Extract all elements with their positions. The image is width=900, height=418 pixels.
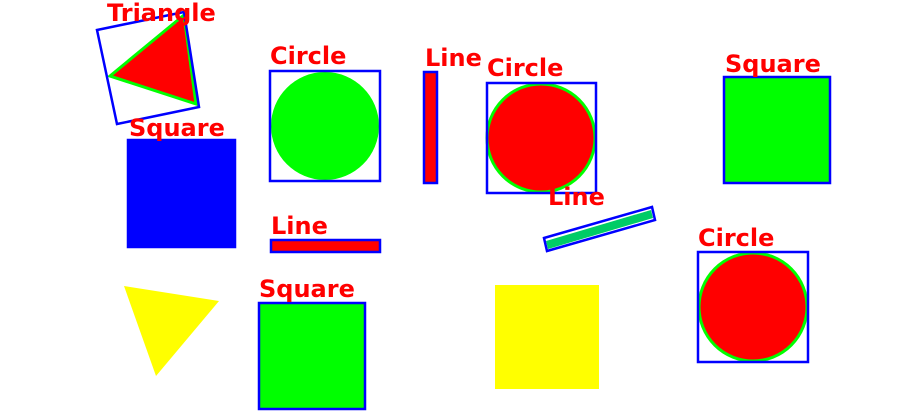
circle-detection: Circle: [696, 224, 810, 364]
shape-label: Line: [271, 212, 328, 240]
line-detection: Line: [269, 212, 382, 254]
circle-detection: Circle: [485, 54, 598, 195]
circle-detection: Circle: [268, 42, 382, 183]
square-detection: Square: [257, 275, 367, 411]
yellow-square: [495, 285, 599, 389]
bounding-box: [268, 69, 382, 183]
blue-square: [129, 141, 234, 246]
triangle-detection: Triangle: [95, 0, 216, 126]
yellow-triangle: [124, 286, 219, 376]
rotated-bounding-box: [95, 10, 201, 126]
green-square: [725, 78, 829, 182]
bounding-box: [485, 81, 598, 195]
bounding-box: [722, 75, 832, 185]
green-circle: [271, 72, 379, 180]
red-line: [272, 241, 379, 251]
rotated-bounding-box: [542, 205, 657, 253]
bounding-box: [422, 70, 439, 185]
red-circle: [485, 82, 597, 194]
shape-label: Triangle: [107, 0, 216, 27]
green-square: [260, 304, 364, 408]
red-triangle: [106, 12, 198, 107]
bounding-box: [269, 238, 382, 254]
square-detection: Square: [722, 50, 832, 185]
line-detection: Line: [422, 44, 482, 185]
line-detection: Line: [542, 183, 657, 253]
bounding-box: [257, 301, 367, 411]
shape-label: Line: [425, 44, 482, 72]
bounding-box: [696, 250, 810, 364]
shape-label: Square: [129, 114, 225, 142]
square-detection: Square: [126, 114, 237, 249]
bounding-box: [126, 138, 237, 249]
shape-label: Circle: [487, 54, 563, 82]
shape-label: Circle: [270, 42, 346, 70]
shape-label: Circle: [698, 224, 774, 252]
shape-label: Line: [548, 183, 605, 211]
red-line: [425, 73, 436, 182]
shape-label: Square: [725, 50, 821, 78]
red-circle: [697, 251, 809, 363]
green-line: [546, 210, 653, 249]
shape-label: Square: [259, 275, 355, 303]
